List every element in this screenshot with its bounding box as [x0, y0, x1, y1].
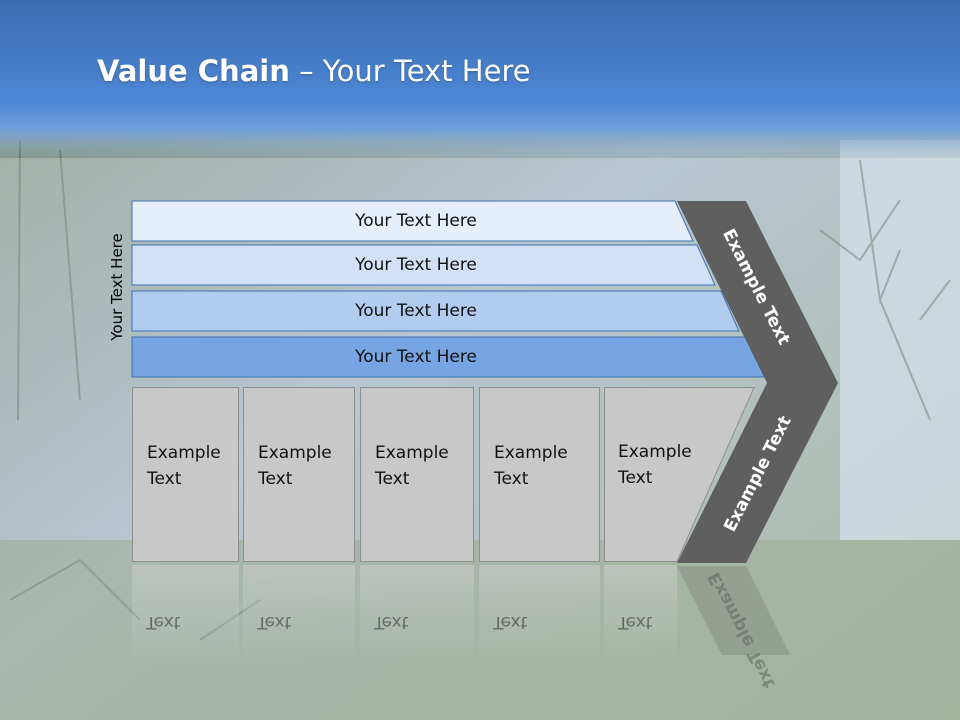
bar-label-1: Your Text Here — [354, 211, 477, 231]
stage-reflection-5: Text — [604, 565, 677, 665]
stage-reflection-4: Text — [479, 565, 600, 665]
reflection-text-2: Text — [257, 612, 292, 632]
stage-box-1: Example Text — [132, 387, 239, 562]
bar-label-4: Your Text Here — [354, 347, 477, 367]
slide-title: Value Chain – Your Text Here — [97, 54, 531, 94]
stage-box-3: Example Text — [360, 387, 474, 562]
bar-1 — [131, 200, 694, 242]
stage-box-5: Example Text — [604, 387, 762, 562]
title-rest: – Your Text Here — [289, 54, 531, 88]
stage-text-4b: Text — [494, 469, 529, 489]
bar-label-2: Your Text Here — [354, 255, 477, 275]
bar-3 — [131, 290, 740, 332]
stage-box-2: Example Text — [243, 387, 355, 562]
title-bold: Value Chain — [97, 54, 290, 88]
stage-text-3b: Text — [375, 469, 410, 489]
reflection-text-3: Text — [374, 612, 409, 632]
stage-5-shape — [604, 387, 755, 562]
bar-2 — [131, 244, 716, 286]
chevron-reflection — [677, 566, 790, 655]
reflection-text-1: Text — [146, 612, 181, 632]
chevron-upper-band — [677, 201, 838, 383]
stage-text-1b: Text — [147, 469, 182, 489]
stage-text-5: Example — [618, 442, 692, 462]
chevron-lower-band — [677, 383, 838, 563]
stage-reflection-1: Text — [132, 565, 239, 665]
stage-text-4: Example — [494, 443, 568, 463]
stage-text-2: Example — [258, 443, 332, 463]
stage-text-1: Example — [147, 443, 221, 463]
bar-label-3: Your Text Here — [354, 301, 477, 321]
stage-reflection-2: Text — [243, 565, 355, 665]
reflection-text-5: Text — [618, 612, 653, 632]
stage-text-2b: Text — [258, 469, 293, 489]
stage-text-5b: Text — [618, 468, 653, 488]
stage-text-3: Example — [375, 443, 449, 463]
stage-reflection-3: Text — [360, 565, 474, 665]
stage-box-4: Example Text — [479, 387, 600, 562]
reflection-text-4: Text — [493, 612, 528, 632]
